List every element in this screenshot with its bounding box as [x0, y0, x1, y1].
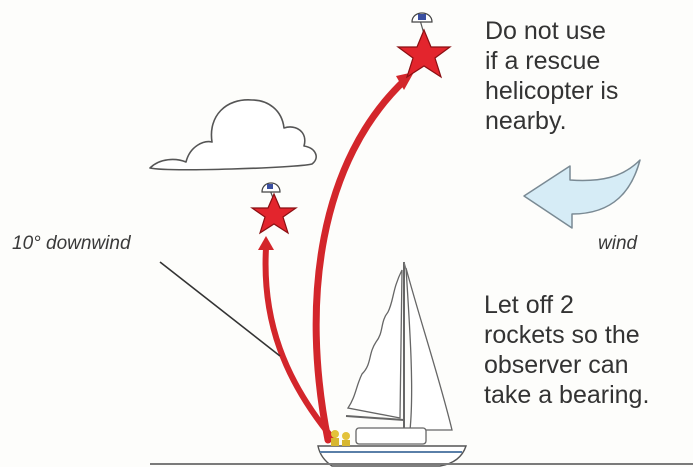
arrowhead-downwind	[258, 236, 274, 250]
sailboat-icon	[318, 262, 466, 466]
angle-label: 10° downwind	[12, 233, 131, 255]
two-rockets-text: Let off 2 rockets so the observer can ta…	[484, 290, 689, 410]
flare-star-large-icon	[398, 13, 450, 77]
helicopter-warning-text: Do not use if a rescue helicopter is nea…	[485, 16, 685, 136]
flare-star-small-icon	[252, 183, 296, 233]
wind-arrow-icon	[524, 160, 640, 228]
cloud-icon	[150, 100, 316, 170]
wind-label: wind	[598, 233, 637, 255]
angle-leader-line	[160, 262, 280, 356]
